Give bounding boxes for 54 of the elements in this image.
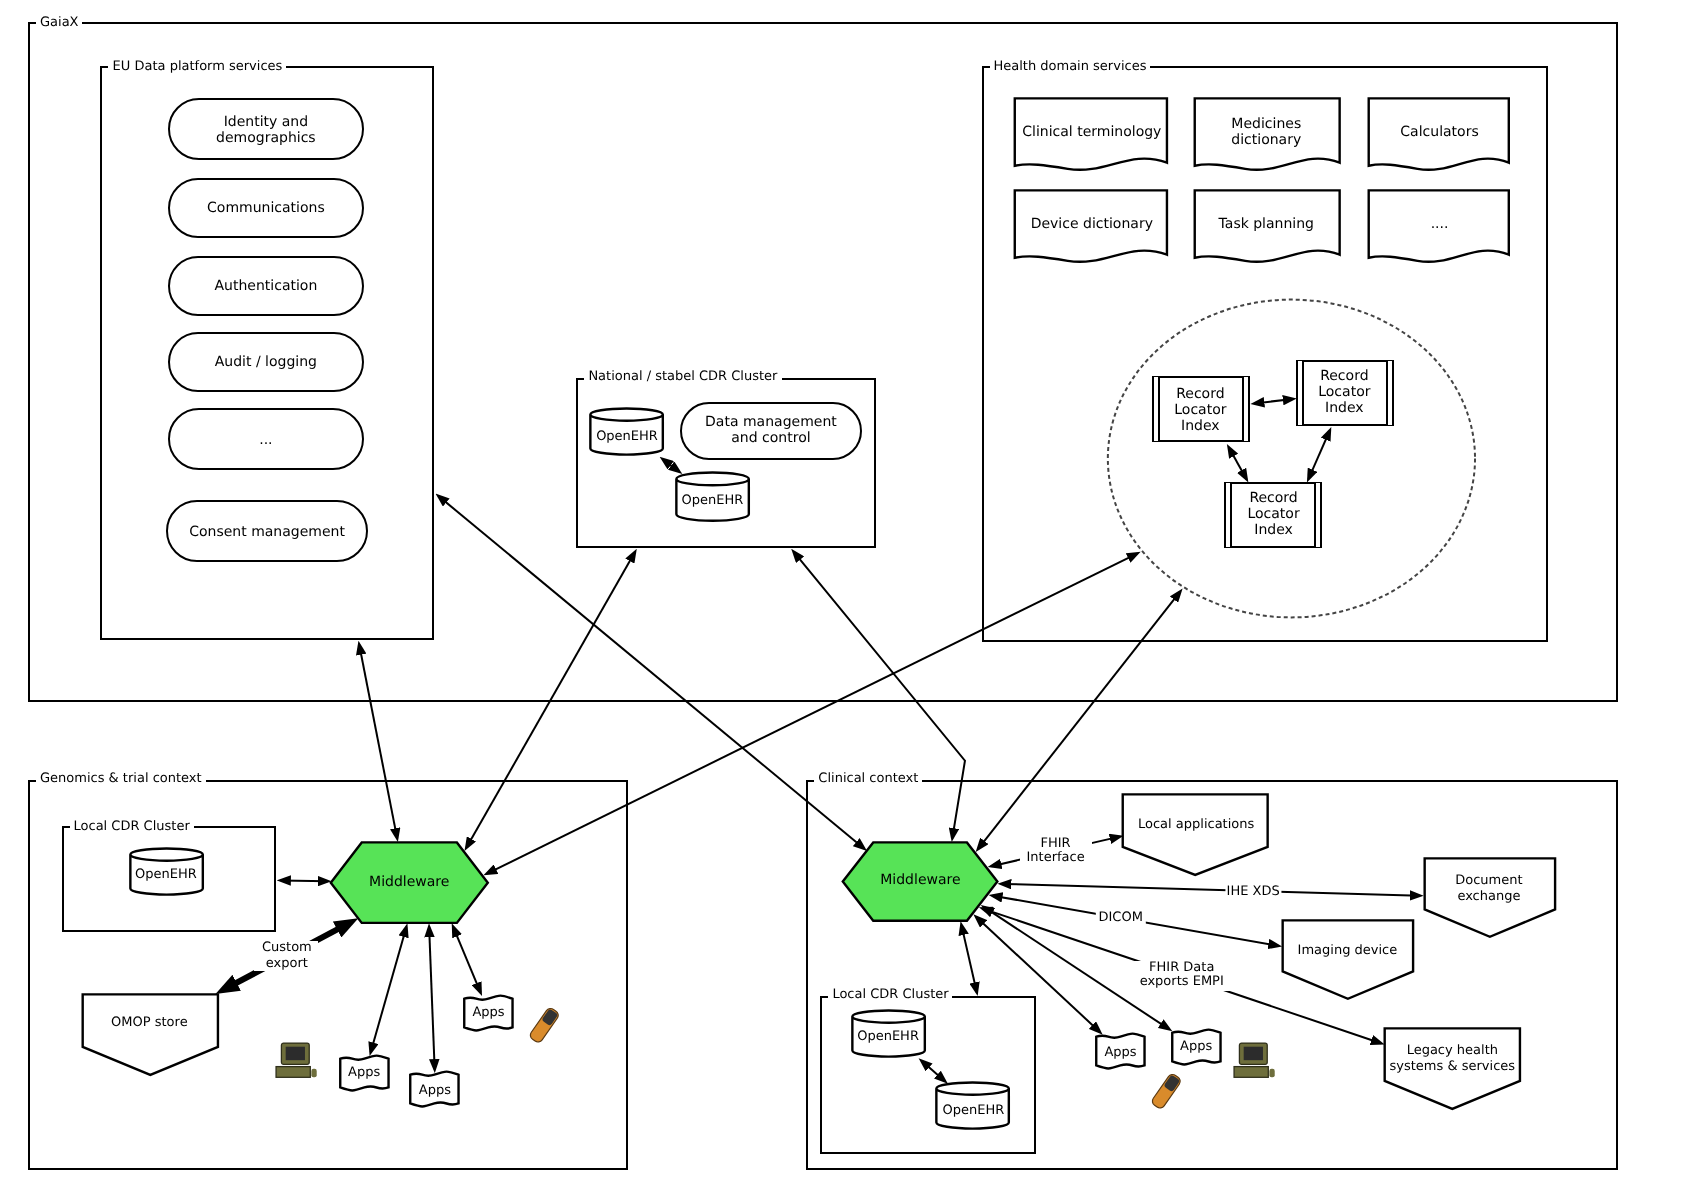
- double-arrow: [356, 640, 401, 843]
- double-arrow: [1250, 394, 1297, 408]
- pentagon-box: [81, 993, 218, 1075]
- document-shape: [1193, 190, 1340, 268]
- database-cylinder: [675, 472, 749, 522]
- service-pill: [680, 402, 862, 460]
- database-cylinder: [590, 408, 664, 456]
- pentagon-box: [1122, 794, 1270, 876]
- double-arrow: [451, 923, 482, 997]
- double-arrow: [424, 923, 440, 1074]
- tape-shape: [410, 1072, 460, 1107]
- document-shape: [1368, 98, 1511, 176]
- service-pill: [168, 408, 364, 471]
- computer-icon: [1230, 1042, 1280, 1079]
- tape-shape: [1171, 1029, 1221, 1064]
- double-arrow: [918, 1058, 948, 1084]
- tape-shape: [339, 1055, 389, 1090]
- double-arrow: [659, 456, 683, 474]
- computer-icon: [271, 1042, 321, 1079]
- double-arrow: [973, 914, 1103, 1035]
- subroutine-box: [1295, 359, 1394, 426]
- database-cylinder: [129, 847, 203, 895]
- double-arrow: [368, 923, 409, 1057]
- hexagon-node: [329, 841, 489, 923]
- double-arrow: [975, 588, 1183, 852]
- document-shape: [1014, 190, 1169, 268]
- hexagon-node: [842, 841, 999, 921]
- database-cylinder: [851, 1009, 925, 1057]
- double-arrow: [958, 921, 980, 997]
- service-pill: [168, 177, 364, 238]
- tape-shape: [464, 995, 513, 1030]
- double-arrow: [791, 548, 966, 843]
- document-shape: [1014, 98, 1169, 176]
- double-arrow: [1226, 444, 1249, 483]
- service-pill: [165, 500, 369, 563]
- document-shape: [1193, 98, 1340, 176]
- pentagon-box: [1423, 858, 1555, 938]
- double-arrow: [483, 551, 1141, 876]
- double-arrow: [276, 875, 332, 887]
- pentagon-box: [1384, 1027, 1521, 1109]
- service-pill: [168, 98, 364, 161]
- double-arrow: [1306, 426, 1332, 483]
- tape-shape: [1096, 1034, 1145, 1069]
- dashed-circle: [1105, 297, 1477, 619]
- document-shape: [1368, 190, 1511, 268]
- double-arrow: [980, 904, 1173, 1032]
- service-pill: [168, 256, 364, 317]
- pentagon-box: [1281, 920, 1414, 1000]
- database-cylinder: [936, 1082, 1011, 1130]
- double-arrow: [435, 493, 868, 852]
- subroutine-box: [1224, 481, 1323, 548]
- service-pill: [168, 331, 364, 392]
- double-arrow: [464, 548, 637, 852]
- subroutine-box: [1151, 376, 1250, 443]
